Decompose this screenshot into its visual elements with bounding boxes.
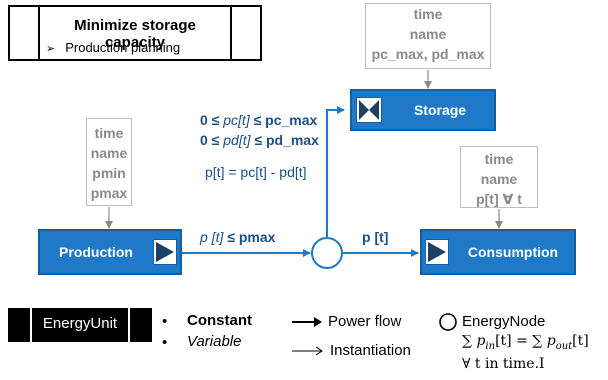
consumption-flow-variable: p [t] <box>362 229 389 245</box>
storage-param-name: name <box>409 26 447 42</box>
legend-forall-line: ∀ t in time.I <box>462 356 545 372</box>
legend-p-out: p <box>546 333 556 349</box>
legend-energy-unit-label: EnergyUnit <box>42 315 118 332</box>
objective-box-right-bar <box>230 7 260 59</box>
pd-bound-prefix: 0 ≤ <box>200 132 224 148</box>
consumption-param-p: p[t] ∀ t <box>476 191 522 207</box>
production-output-icon <box>153 239 177 265</box>
consumption-param-name: name <box>480 171 518 187</box>
production-flow-bound: ≤ pmax <box>223 229 276 245</box>
production-param-name: name <box>90 145 128 161</box>
storage-param-time: time <box>413 6 443 22</box>
production-param-pmax: pmax <box>90 185 128 201</box>
legend-instantiation-arrowhead <box>315 346 323 356</box>
legend-equals: = <box>516 333 528 349</box>
production-flow-constraint: p [t] ≤ pmax <box>200 229 275 245</box>
node-to-storage-flow <box>326 106 345 237</box>
production-param-time: time <box>94 125 124 141</box>
legend-energy-node-circle <box>439 313 457 331</box>
objective-box-left-bar <box>10 7 40 59</box>
legend-p-in: p <box>476 333 486 349</box>
pd-bound-constraint: 0 ≤ pd[t] ≤ pd_max <box>200 132 319 148</box>
production-param-box: time name pmin pmax <box>86 118 132 206</box>
storage-bowtie-icon <box>356 97 382 123</box>
objective-title: Minimize storage capacity <box>74 17 196 51</box>
production-param-pmin: pmin <box>92 165 126 181</box>
legend-t-out: [t] <box>572 333 589 349</box>
energy-node-circle <box>311 237 343 269</box>
storage-unit-label: Storage <box>413 102 467 118</box>
storage-balance-equation: p[t] = pc[t] - pd[t] <box>205 164 307 180</box>
legend-sum-out: ∑ <box>532 333 543 349</box>
pc-bound-prefix: 0 ≤ <box>200 112 224 128</box>
legend-in-subscript: in <box>485 340 496 352</box>
consumption-param-time: time <box>484 151 514 167</box>
legend-sum-in: ∑ <box>462 333 472 349</box>
legend-bullet-icon: • <box>162 334 168 351</box>
legend-power-flow: Power flow <box>328 313 402 330</box>
legend-energy-node: EnergyNode <box>462 313 546 330</box>
consumption-input-icon <box>425 239 449 265</box>
pc-variable: pc[t] <box>223 112 250 128</box>
legend-energy-unit-inner <box>30 308 130 342</box>
consumption-param-box: time name p[t] ∀ t <box>460 146 538 208</box>
pd-variable: pd[t] <box>223 132 251 148</box>
legend-instantiation: Instantiation <box>330 342 411 359</box>
production-unit-label: Production <box>59 244 133 260</box>
pd-bound-suffix: ≤ pd_max <box>250 132 319 148</box>
legend-bullet-icon: • <box>162 313 168 330</box>
consumption-unit[interactable]: Consumption <box>420 229 576 275</box>
storage-param-pmax: pc_max, pd_max <box>371 46 485 62</box>
legend-constant: Constant <box>187 312 252 329</box>
pc-bound-suffix: ≤ pc_max <box>249 112 318 128</box>
production-unit[interactable]: Production <box>38 229 182 275</box>
objective-bullet-text: Production planning <box>65 40 181 55</box>
objective-box: Minimize storage capacity ➢ Production pl… <box>8 5 262 61</box>
pc-bound-constraint: 0 ≤ pc[t] ≤ pc_max <box>200 112 317 128</box>
legend-node-balance-equation: ∑ pin[t] = ∑ pout[t] <box>462 333 589 352</box>
legend-variable: Variable <box>187 333 242 350</box>
storage-param-box: time name pc_max, pd_max <box>365 3 491 69</box>
legend-power-flow-arrowhead <box>314 317 322 327</box>
legend-out-subscript: out <box>555 340 573 352</box>
arrow-bullet-icon: ➢ <box>46 43 56 55</box>
legend-energy-unit-box: EnergyUnit <box>8 308 152 342</box>
production-flow-variable: p [t] <box>200 229 224 245</box>
storage-unit[interactable]: Storage <box>350 89 496 131</box>
legend-t-in: [t] <box>495 333 512 349</box>
consumption-unit-label: Consumption <box>467 244 559 260</box>
objective-bullet: ➢ Production planning <box>46 40 180 55</box>
